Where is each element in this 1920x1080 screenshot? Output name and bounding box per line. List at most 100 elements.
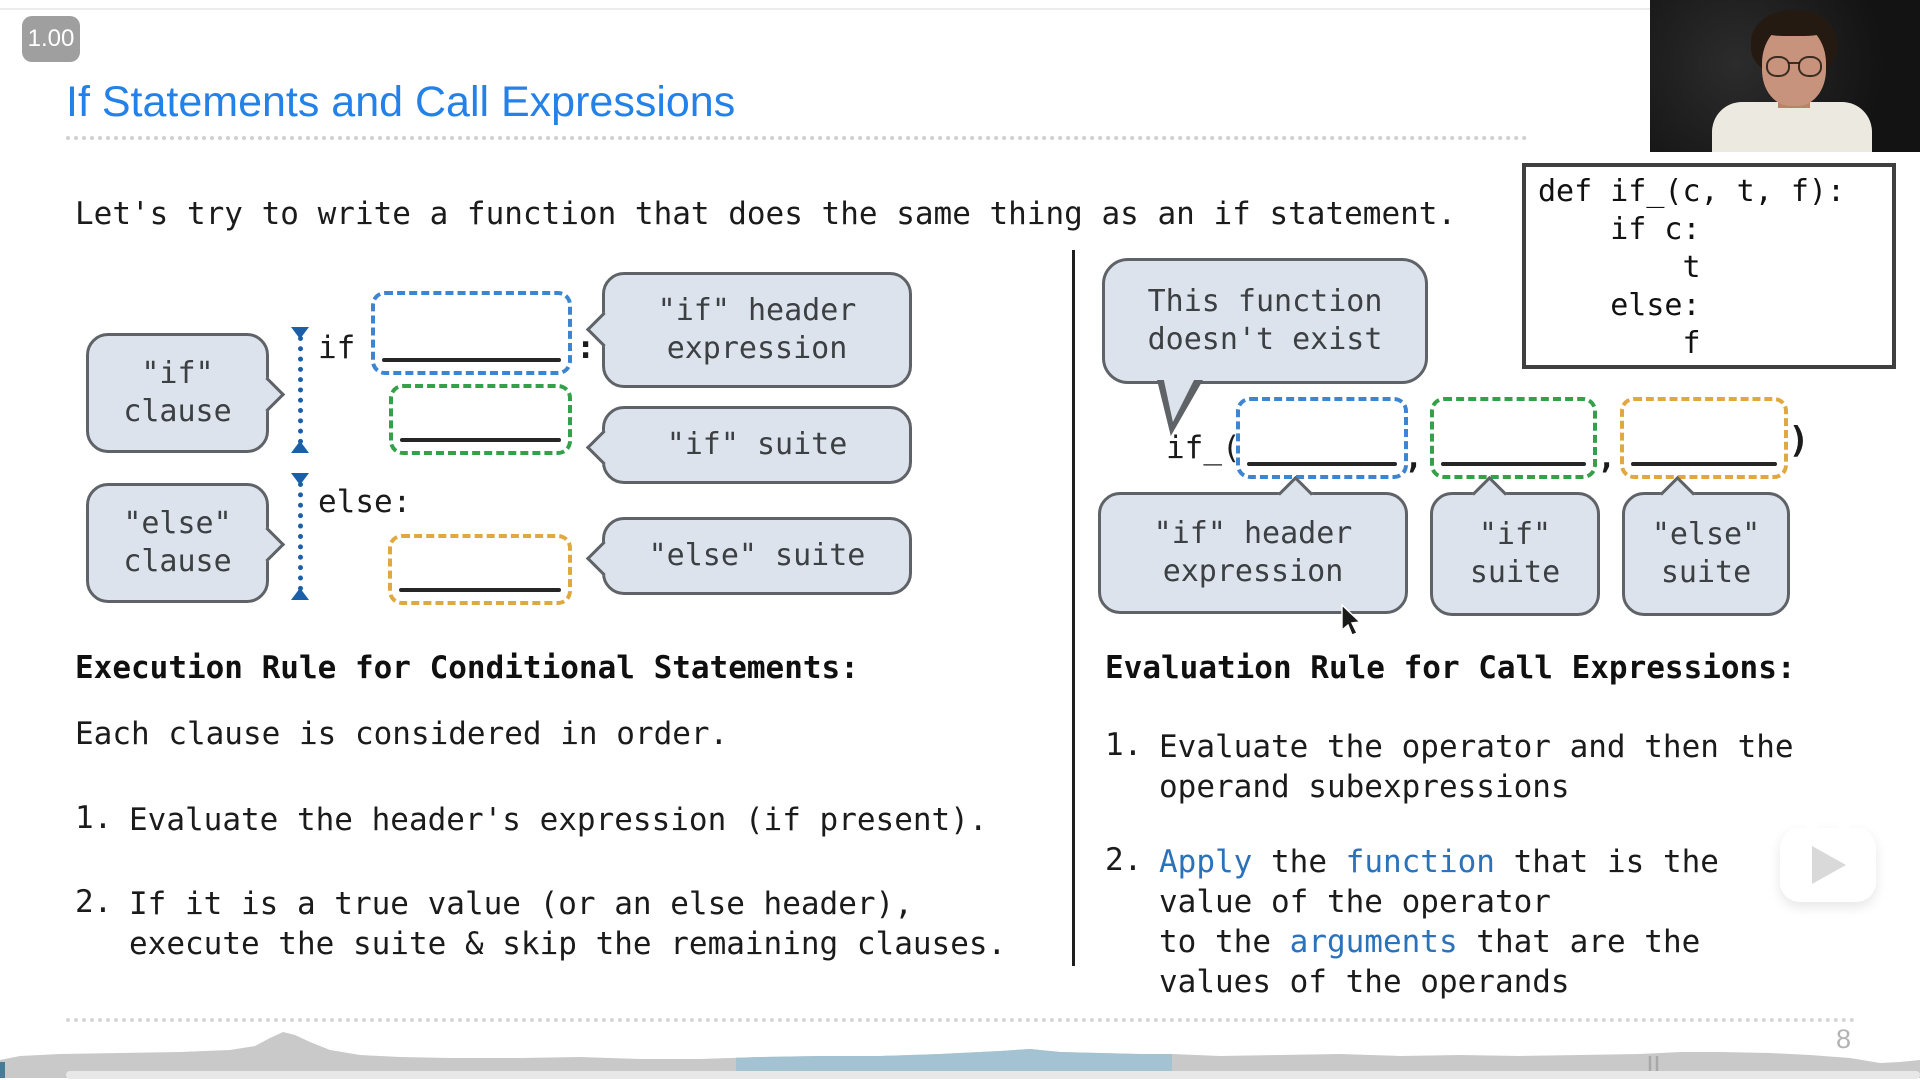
plain-text: the [1252, 844, 1346, 880]
callout-tail [585, 540, 622, 577]
bottom-scrollbar[interactable] [66, 1071, 1920, 1079]
code-line: def if_(c, t, f): [1538, 174, 1846, 209]
callout-tail [249, 376, 286, 413]
conditional-rule-2-line1: If it is a true value (or an else header… [129, 886, 913, 922]
call-else-suite-line1: "else" [1651, 517, 1761, 552]
list-number: 2. [1105, 842, 1143, 878]
glasses-bridge [1788, 62, 1800, 64]
else-clause-callout: "else" clause [86, 483, 286, 603]
callout-tail [249, 526, 286, 563]
playback-speed-value: 1.00 [27, 25, 75, 52]
else-keyword: else: [318, 484, 412, 520]
else-suite-callout: "else" suite [585, 517, 912, 595]
mouse-cursor-icon [1341, 604, 1362, 636]
else-clause-label-line2: clause [123, 544, 232, 579]
else-clause-label-line1: "else" [123, 506, 232, 541]
call-comma2: , [1597, 438, 1617, 476]
tv-play-icon[interactable] [1780, 828, 1876, 902]
instructor-shirt [1712, 102, 1872, 152]
webcam-video [1650, 0, 1920, 152]
if-header-expression-blank [371, 291, 572, 375]
call-if-header-callout: "if" header expression [1098, 475, 1408, 614]
column-divider-line [1072, 250, 1075, 966]
blank-underline [1247, 462, 1397, 466]
code-snippet-box: def if_(c, t, f): if c: t else: f [1522, 163, 1896, 369]
plain-text: that are the [1457, 924, 1701, 960]
call-if-suite-callout: "if" suite [1430, 475, 1600, 616]
call-if-suite-line2: suite [1469, 555, 1561, 590]
call-operand2-blank [1430, 397, 1597, 479]
blank-underline [382, 358, 561, 362]
blank-underline [1441, 462, 1586, 466]
conditional-rule-2-line2: execute the suite & skip the remaining c… [129, 926, 1007, 962]
if-suite-callout: "if" suite [585, 406, 912, 484]
call-rule-item-2: 2. Apply the function that is the value … [1105, 842, 1719, 1002]
if-clause-label-line2: clause [123, 394, 232, 429]
plain-text: that is the [1494, 844, 1719, 880]
conditional-rule-1-text: Evaluate the header's expression (if pre… [129, 802, 988, 838]
if-colon: : [576, 328, 596, 366]
call-rule-2-line3: to the arguments that are the [1159, 922, 1719, 962]
slide-bottom-dotted-line [66, 1018, 1856, 1022]
conditional-rule-item-1: 1. Evaluate the header's expression (if … [75, 800, 988, 840]
callout-tail [1277, 475, 1314, 512]
if-header-callout-line1: "if" header [657, 293, 857, 328]
call-operand3-blank [1620, 397, 1788, 479]
else-suite-blank [388, 534, 572, 605]
code-line: t [1538, 250, 1701, 285]
call-rule-1-line1: Evaluate the operator and then the [1159, 729, 1794, 765]
instructor-fringe [1760, 16, 1828, 36]
note-line2: doesn't exist [1147, 322, 1383, 357]
list-number: 1. [75, 800, 113, 836]
call-rule-2-line1: Apply the function that is the [1159, 842, 1719, 882]
code-line: else: [1538, 288, 1701, 323]
list-number: 2. [75, 884, 113, 920]
playback-speed-badge[interactable]: 1.00 [22, 16, 80, 62]
if-keyword: if [318, 330, 356, 366]
intro-sentence: Let's try to write a function that does … [75, 196, 1457, 232]
else-clause-extent-bracket [291, 473, 309, 600]
call-if-header-line1: "if" header [1153, 516, 1353, 551]
if-header-callout-line2: expression [666, 331, 848, 366]
callout-tail [585, 429, 622, 466]
if-header-expression-callout: "if" header expression [585, 272, 912, 388]
if-suite-callout-label: "if" suite [666, 427, 848, 462]
if-suite-blank [389, 384, 572, 455]
play-triangle-icon [1812, 846, 1846, 884]
conditional-rules-intro: Each clause is considered in order. [75, 716, 729, 752]
blank-underline [400, 438, 561, 442]
if-clause-extent-bracket [291, 327, 309, 453]
arguments-keyword: arguments [1289, 924, 1458, 960]
call-prefix: if_( [1166, 430, 1241, 466]
function-doesnt-exist-callout: This function doesn't exist [1102, 258, 1428, 436]
call-rules-heading: Evaluation Rule for Call Expressions: [1105, 650, 1796, 686]
blank-underline [399, 588, 561, 592]
function-keyword: function [1345, 844, 1495, 880]
conditional-rule-item-2: 2. If it is a true value (or an else hea… [75, 884, 1006, 964]
call-else-suite-line2: suite [1660, 555, 1752, 590]
conditional-rules-heading: Execution Rule for Conditional Statement… [75, 650, 859, 686]
glasses-icon [1766, 56, 1822, 77]
audio-waveform-timeline[interactable] [0, 1030, 1920, 1080]
callout-tail [1659, 475, 1696, 512]
note-line1: This function [1147, 284, 1383, 319]
slide-page-number: 8 [1836, 1024, 1852, 1054]
apply-keyword: Apply [1159, 844, 1253, 880]
if-clause-callout: "if" clause [86, 333, 286, 453]
callout-tail [1157, 376, 1203, 436]
call-if-suite-line1: "if" [1478, 517, 1552, 552]
if-clause-label-line1: "if" [141, 356, 214, 391]
call-rule-item-1: 1. Evaluate the operator and then the op… [1105, 727, 1794, 807]
call-close-paren: ) [1788, 420, 1810, 461]
slide-title: If Statements and Call Expressions [66, 78, 736, 126]
call-if-header-line2: expression [1162, 554, 1344, 589]
blank-underline [1631, 462, 1777, 466]
title-dotted-underline [66, 136, 1528, 140]
call-rule-2-line4: values of the operands [1159, 964, 1570, 1000]
call-else-suite-callout: "else" suite [1622, 475, 1790, 616]
list-number: 1. [1105, 727, 1143, 763]
code-line: if c: [1538, 212, 1701, 247]
top-divider-line [0, 8, 1920, 10]
else-suite-callout-label: "else" suite [648, 538, 866, 573]
